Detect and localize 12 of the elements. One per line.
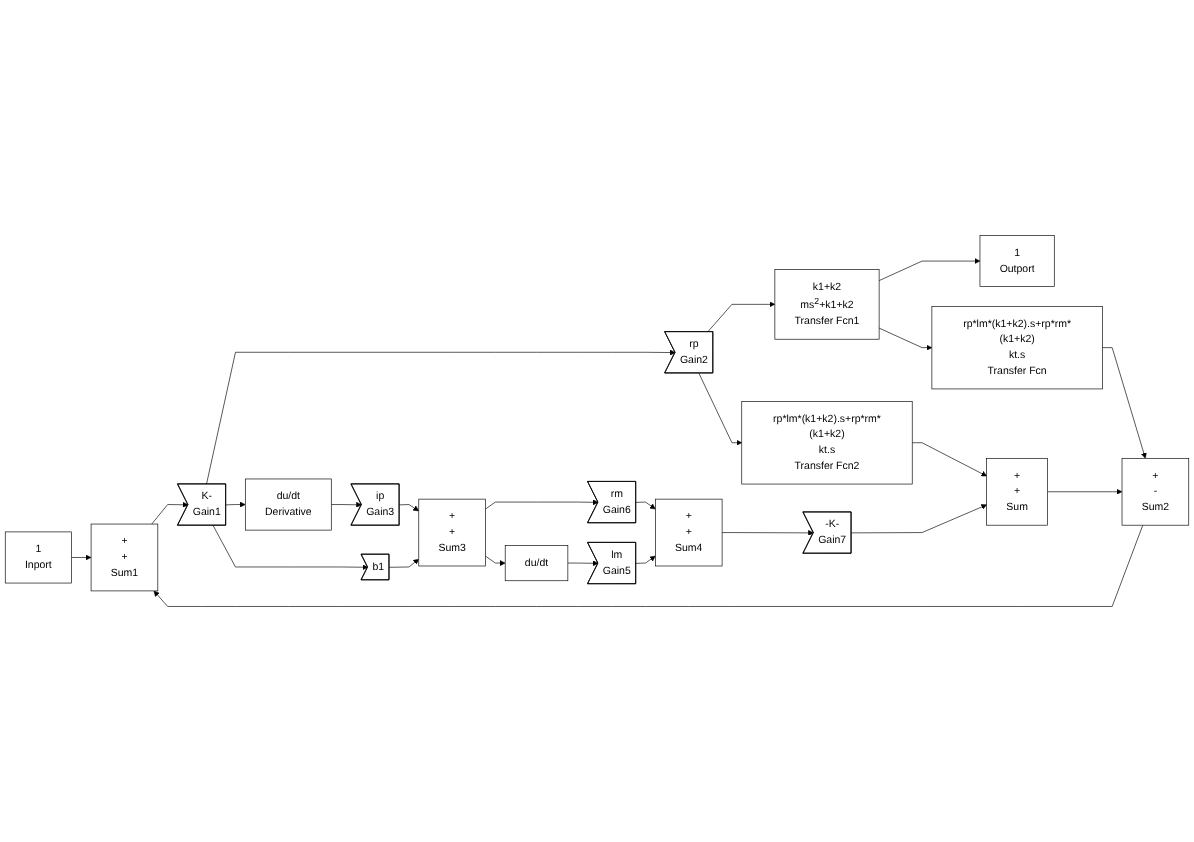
node-box [90, 523, 159, 592]
node-box [418, 498, 486, 567]
node-box [1121, 458, 1190, 526]
node-box [504, 545, 569, 582]
node-box [774, 269, 880, 340]
node-box [741, 401, 913, 485]
node-box [931, 306, 1103, 390]
node-box [245, 478, 332, 531]
node-box [4, 531, 72, 584]
node-box [655, 498, 723, 567]
node-box [986, 458, 1048, 526]
node-box [979, 235, 1055, 287]
